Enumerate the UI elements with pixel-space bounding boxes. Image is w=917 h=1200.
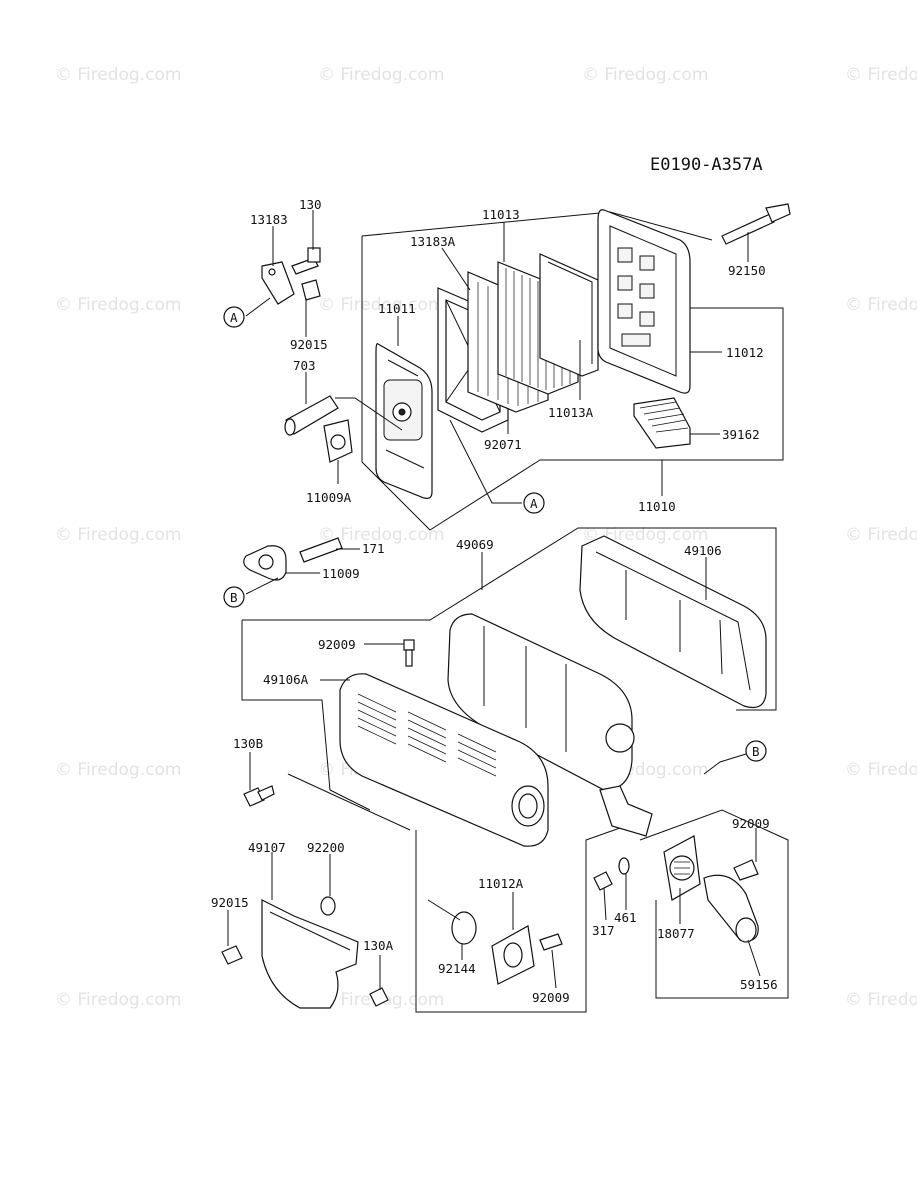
part-label-92015: 92015: [290, 337, 328, 352]
mounting-bracket: [261, 247, 321, 305]
part-label-171: 171: [362, 541, 385, 556]
air-cleaner-base: [375, 343, 433, 499]
part-label-703: 703: [293, 358, 316, 373]
part-label-11013: 11013: [482, 207, 520, 222]
part-label-317: 317: [592, 923, 615, 938]
group-outline: [429, 307, 784, 531]
muffler-body: [447, 613, 653, 837]
group-outline: [241, 620, 371, 811]
front-heat-shield: [339, 673, 549, 847]
group-outline: [415, 827, 621, 1013]
pre-cleaner-foam: [539, 253, 599, 377]
part-label-11009: 11009: [322, 566, 360, 581]
group-outline: [361, 236, 431, 531]
part-label-49107: 49107: [248, 840, 286, 855]
muffler-guard: [261, 899, 359, 1009]
part-label-92200: 92200: [307, 840, 345, 855]
outlet-ring: [451, 911, 477, 945]
ref-marker-label: B: [752, 744, 760, 759]
ref-marker-label: A: [530, 496, 538, 511]
part-label-92009: 92009: [732, 816, 770, 831]
part-label-92071: 92071: [484, 437, 522, 452]
exhaust-elbow: [703, 874, 759, 943]
heat-shield: [579, 535, 767, 709]
part-label-130A: 130A: [363, 938, 394, 953]
part-label-92009: 92009: [532, 990, 570, 1005]
lock-washer: [618, 857, 630, 875]
ref-marker-a-top: A: [223, 306, 245, 328]
part-label-92009: 92009: [318, 637, 356, 652]
watermark: © Firedog.com: [55, 295, 181, 315]
hex-nut: [221, 945, 243, 965]
cover-bolt: [721, 203, 791, 245]
part-label-130: 130: [299, 197, 322, 212]
part-label-13183: 13183: [250, 212, 288, 227]
ref-marker-label: B: [230, 590, 238, 605]
part-label-461: 461: [614, 910, 637, 925]
small-gasket-a: [323, 419, 353, 463]
part-label-92150: 92150: [728, 263, 766, 278]
air-cleaner-cover: [597, 209, 691, 394]
watermark: © Firedog.com: [55, 65, 181, 85]
watermark: © Firedog.com: [582, 65, 708, 85]
part-label-92144: 92144: [438, 961, 476, 976]
part-label-11010: 11010: [638, 499, 676, 514]
part-label-92015: 92015: [211, 895, 249, 910]
watermark: © Firedog.com: [318, 65, 444, 85]
watermark: © Firedog.com: [845, 295, 917, 315]
part-label-49106: 49106: [684, 543, 722, 558]
watermark: © Firedog.com: [845, 990, 917, 1010]
part-label-11011: 11011: [378, 301, 416, 316]
group-outline: [639, 809, 789, 999]
ref-marker-label: A: [230, 310, 238, 325]
leader-lines: [227, 210, 761, 990]
flange-bolt: [243, 785, 275, 807]
cyclone-pack: [633, 397, 691, 449]
ref-marker-a-bottom: A: [523, 492, 545, 514]
diagram-code: E0190-A357A: [650, 155, 763, 175]
watermark: © Firedog.com: [845, 525, 917, 545]
watermark: © Firedog.com: [318, 295, 444, 315]
breather-pipe: [284, 395, 339, 436]
watermark: © Firedog.com: [845, 760, 917, 780]
part-label-59156: 59156: [740, 977, 778, 992]
spark-arrester: [663, 835, 701, 901]
watermark: © Firedog.com: [55, 990, 181, 1010]
part-label-11013A: 11013A: [548, 405, 594, 420]
part-label-130B: 130B: [233, 736, 263, 751]
group-outline: [242, 527, 777, 711]
part-labels: 130 13183 11013 13183A 92150 11011 92015…: [211, 197, 778, 1005]
small-bolt: [369, 987, 389, 1007]
ref-marker-b-left: B: [223, 586, 245, 608]
part-label-49106A: 49106A: [263, 672, 309, 687]
watermark: © Firedog.com: [318, 525, 444, 545]
part-label-13183A: 13183A: [410, 234, 456, 249]
muffler-group: [221, 527, 789, 1013]
exhaust-gasket: [243, 537, 343, 581]
nut-317: [593, 871, 613, 891]
part-label-11012A: 11012A: [478, 876, 524, 891]
part-label-11012: 11012: [726, 345, 764, 360]
watermark: © Firedog.com: [55, 525, 181, 545]
part-label-39162: 39162: [722, 427, 760, 442]
part-label-18077: 18077: [657, 926, 695, 941]
watermark: © Firedog.com: [845, 65, 917, 85]
flange-bolt-small: [539, 933, 563, 951]
watermark: © Firedog.com: [582, 525, 708, 545]
washer: [320, 896, 336, 916]
ref-marker-b-right: B: [745, 740, 767, 762]
shield-bolt: [403, 639, 415, 667]
arrester-bolt: [733, 859, 759, 881]
part-label-49069: 49069: [456, 537, 494, 552]
part-label-11009A: 11009A: [306, 490, 352, 505]
outlet-flange: [491, 925, 535, 985]
watermark: © Firedog.com: [55, 760, 181, 780]
air-cleaner-group: [261, 203, 791, 531]
